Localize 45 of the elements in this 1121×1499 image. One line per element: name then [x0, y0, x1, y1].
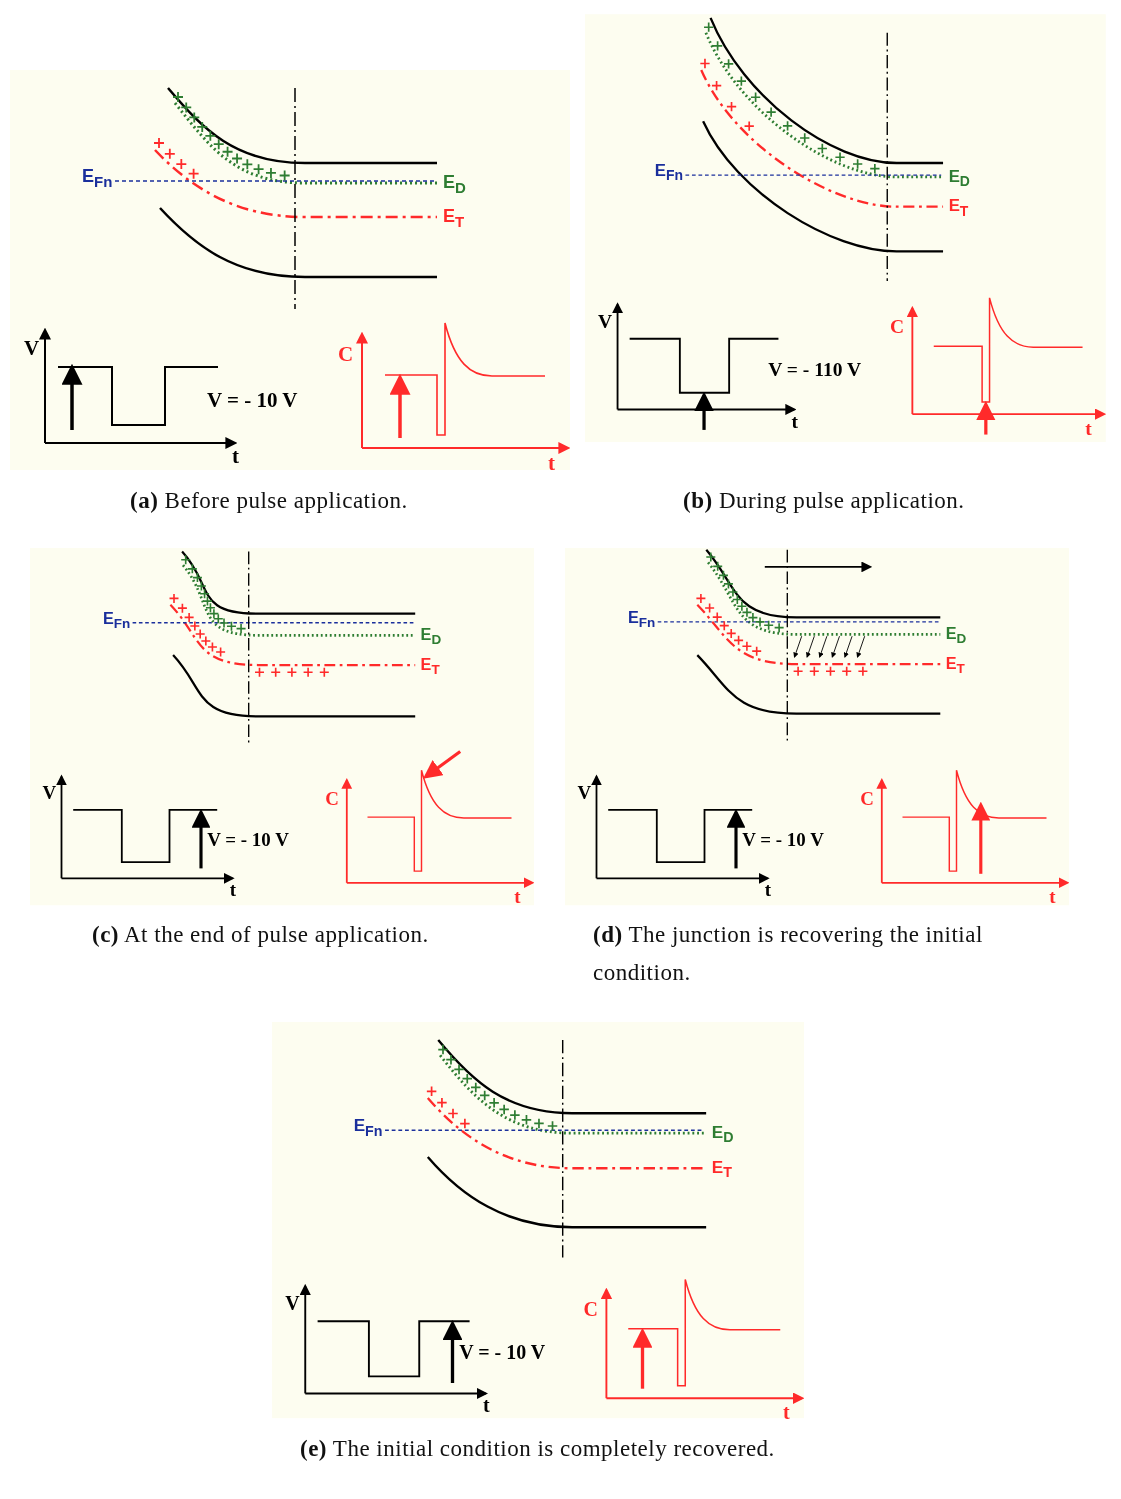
voltage-value: V = - 10 V [742, 828, 824, 852]
band-energy-label: E$_{D}$ [945, 624, 967, 646]
band-energy-label: E$_{D}$ [948, 166, 970, 189]
axis-label: C [325, 787, 339, 810]
voltage-value: V = - 10 V [207, 828, 289, 852]
figure-caption: (e) The initial condition is completely recovered. [300, 1435, 776, 1463]
voltage-value: V = - 10 V [207, 388, 298, 413]
axis-label: t [232, 444, 239, 469]
axis-label: t [764, 879, 772, 902]
band-energy-label: E$_{Fn}$ [654, 161, 683, 184]
band-energy-label: E$_{Fn}$ [102, 609, 131, 631]
voltage-value: V = - 110 V [768, 358, 862, 382]
axis-label: t [548, 451, 555, 476]
voltage-value: V = - 10 V [459, 1341, 546, 1365]
axis-label: V [24, 336, 40, 361]
axis-label: t [482, 1394, 490, 1419]
axis-label: C [338, 342, 354, 367]
band-energy-label: E$_{D}$ [443, 172, 466, 196]
figure-caption: (d) The junction is recovering the initial condition. [593, 921, 984, 987]
band-energy-label: E$_{Fn}$ [353, 1116, 383, 1139]
axis-label: V [577, 782, 592, 805]
axis-label: V [285, 1291, 300, 1316]
axis-label: t [229, 879, 237, 902]
band-energy-label: E$_{D}$ [420, 625, 442, 647]
axis-label: t [791, 410, 798, 434]
figure-caption: (c) At the end of pulse application. [92, 921, 430, 949]
axis-label: C [860, 787, 874, 810]
axis-label: V [598, 309, 613, 334]
band-energy-label: E$_{Fn}$ [82, 166, 113, 190]
figure-caption: (a) Before pulse application. [130, 487, 409, 515]
band-energy-label: E$_{T}$ [420, 655, 440, 677]
axis-label: V [42, 782, 57, 805]
band-energy-label: E$_{T}$ [945, 654, 965, 676]
band-energy-label: E$_{D}$ [711, 1122, 734, 1146]
band-energy-label: E$_{T}$ [948, 196, 969, 219]
axis-label: t [514, 885, 521, 908]
axis-label: t [783, 1401, 790, 1425]
band-energy-label: E$_{Fn}$ [628, 608, 656, 630]
axis-label: C [890, 315, 905, 339]
axis-label: t [1049, 885, 1056, 908]
axis-label: C [583, 1297, 598, 1322]
band-energy-label: E$_{T}$ [443, 206, 465, 230]
axis-label: t [1085, 416, 1092, 441]
figure-caption: (b) During pulse application. [683, 487, 966, 515]
band-energy-label: E$_{T}$ [711, 1157, 732, 1181]
